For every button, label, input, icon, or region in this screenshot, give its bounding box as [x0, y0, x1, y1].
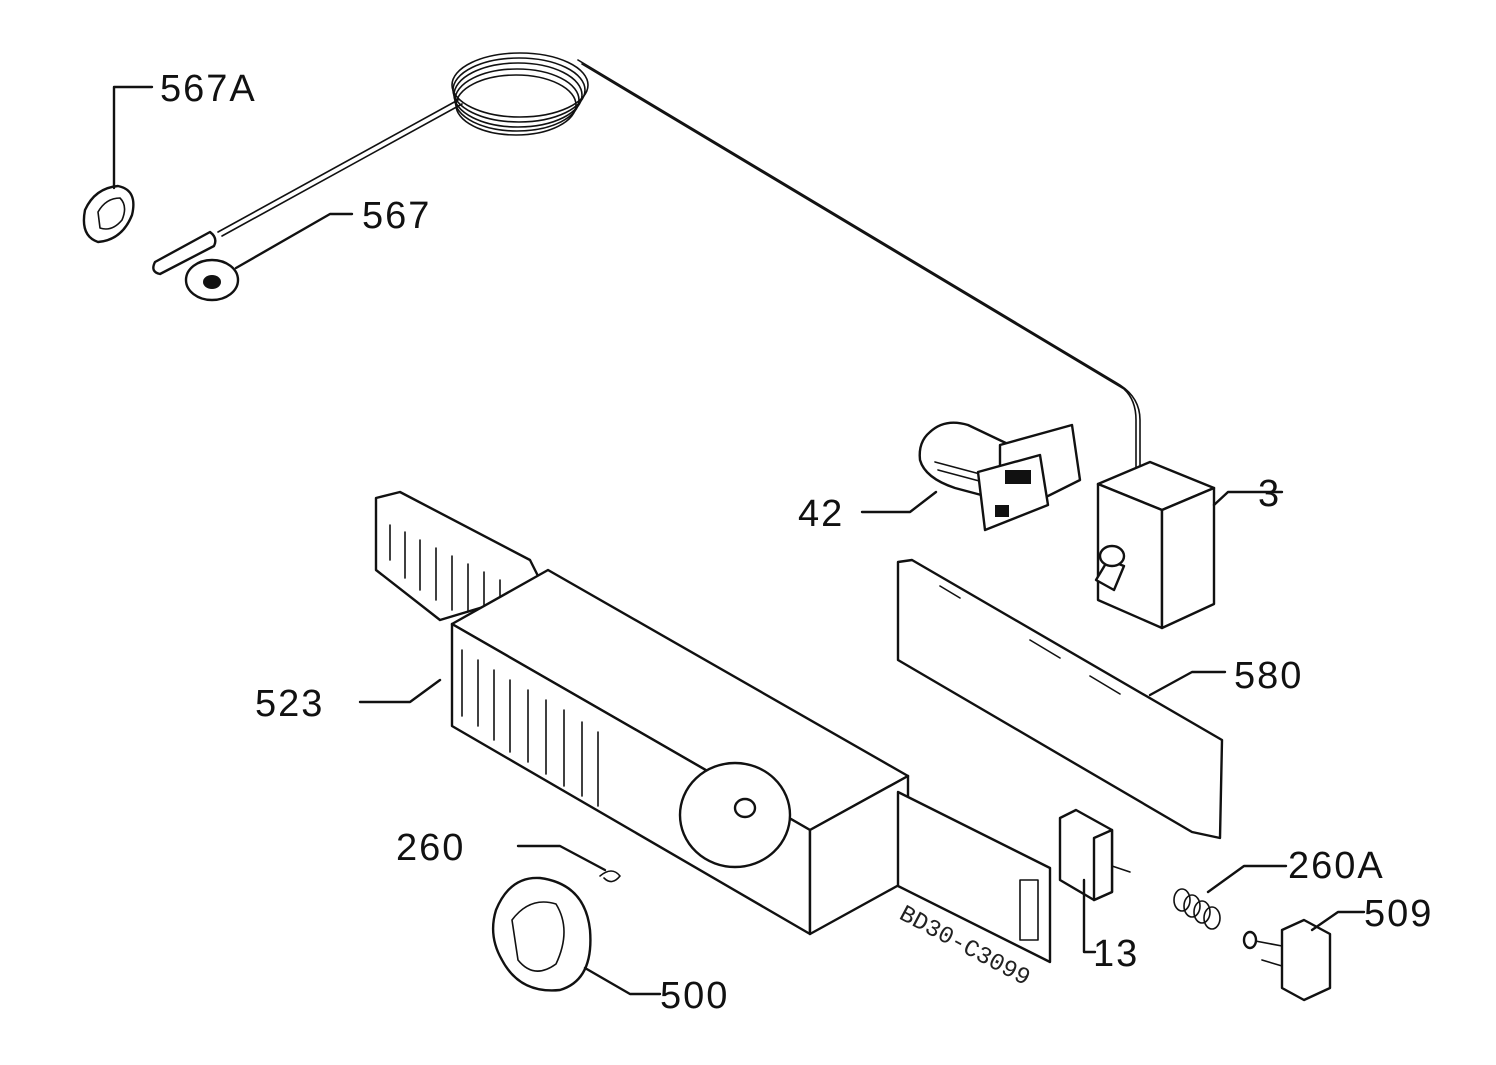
spring-260A: [1173, 864, 1288, 930]
label-3: 3: [1258, 473, 1281, 515]
washer-567: [184, 212, 354, 302]
label-523: 523: [255, 683, 324, 725]
label-260: 260: [396, 827, 465, 869]
thermostat-3: [1094, 460, 1284, 630]
housing-523: [358, 490, 1052, 964]
clip-260: [516, 844, 621, 883]
capillary-tube: [217, 52, 1141, 471]
lamp-holder-42: [860, 421, 1082, 532]
button-509: [1242, 910, 1366, 1002]
label-567A: 567A: [160, 68, 257, 110]
sensor-bulb: [152, 230, 217, 276]
label-580: 580: [1234, 655, 1303, 697]
label-500: 500: [660, 975, 729, 1017]
clip-567A: [82, 85, 154, 244]
label-42: 42: [798, 493, 844, 535]
label-509: 509: [1364, 893, 1433, 935]
cover-plate-580: [896, 558, 1227, 840]
switch-13: [1058, 808, 1131, 954]
label-567: 567: [362, 195, 431, 237]
label-260A: 260A: [1288, 845, 1385, 887]
knob-500: [491, 876, 662, 996]
label-13: 13: [1093, 933, 1139, 975]
